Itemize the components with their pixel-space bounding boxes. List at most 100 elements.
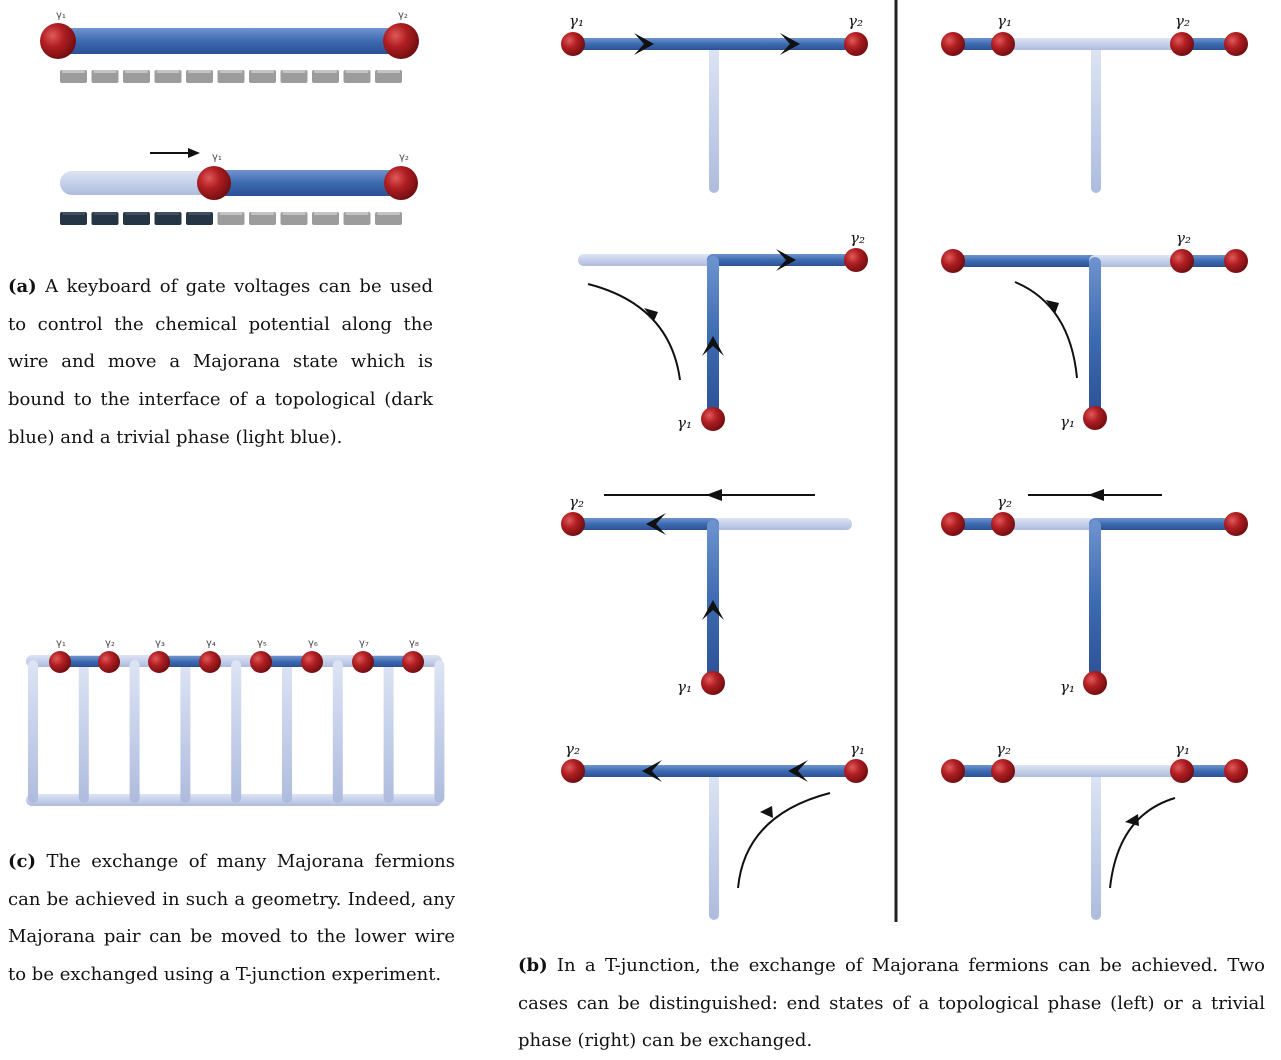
gate-key: [123, 212, 150, 225]
trivial-wire: [60, 171, 220, 195]
curved-arrow-icon: [1109, 797, 1176, 889]
topological-wire: [212, 170, 404, 196]
caption-b: (b) In a T-junction, the exchange of Maj…: [518, 947, 1265, 1060]
gamma-label: γ₂: [1175, 12, 1190, 30]
majorana-sphere: [148, 651, 170, 673]
gate-key: [186, 70, 213, 83]
gate-key: [91, 70, 119, 83]
gamma-label: γ₂: [848, 12, 863, 30]
gamma-label: γ₆: [308, 638, 318, 649]
gate-key: [280, 70, 308, 83]
panel-b-left: γ₁ γ₂ γ₂ γ₁ γ₂ γ₁ γ₂ γ₁: [561, 12, 868, 920]
topological-wire: [363, 656, 413, 667]
gate-keyboard: [60, 212, 402, 225]
gamma-label: γ₄: [206, 638, 216, 649]
caption-text: A keyboard of gate voltages can be used …: [8, 276, 433, 448]
gate-key: [60, 212, 87, 225]
trivial-wire: [434, 660, 445, 803]
gamma-label: γ₅: [257, 638, 267, 649]
gamma-label: γ₁: [850, 740, 865, 758]
chevron-up-icon: [702, 600, 724, 620]
gamma-label: γ₁: [1060, 678, 1075, 696]
topological-wire: [261, 656, 312, 667]
gate-key: [343, 70, 371, 83]
curved-arrow-icon: [737, 792, 831, 889]
caption-tag: (b): [518, 955, 548, 976]
gamma-label: γ₂: [996, 740, 1011, 758]
caption-a: (a) A keyboard of gate voltages can be u…: [8, 268, 433, 457]
gate-key: [249, 212, 276, 225]
curved-arrow-icon: [587, 283, 681, 381]
trivial-wire: [282, 660, 292, 803]
arrow-head-icon: [188, 148, 200, 158]
gamma-label: γ₁: [212, 152, 222, 163]
gamma-label: γ₂: [398, 10, 408, 21]
topological-wire: [159, 656, 210, 667]
gamma-label: γ₁: [569, 12, 584, 30]
curved-arrow-icon: [1014, 281, 1078, 379]
trivial-wire: [383, 660, 394, 803]
majorana-sphere: [197, 166, 231, 200]
gate-key: [186, 212, 213, 225]
gamma-label: γ₁: [1175, 740, 1190, 758]
gate-key: [375, 70, 402, 83]
gate-keyboard: [60, 70, 402, 83]
gate-key: [312, 70, 339, 83]
topological-wire: [60, 656, 109, 667]
majorana-sphere: [352, 651, 374, 673]
gamma-label: γ₁: [677, 414, 692, 432]
majorana-sphere: [49, 651, 71, 673]
chevron-left-icon: [642, 760, 662, 782]
caption-c: (c) The exchange of many Majorana fermio…: [8, 843, 455, 994]
chevron-right-icon: [634, 33, 654, 55]
gamma-label: γ₁: [997, 12, 1012, 30]
trivial-wire: [332, 660, 343, 803]
gate-key: [312, 212, 339, 225]
trivial-wire: [129, 660, 140, 803]
gamma-label: γ₁: [56, 10, 66, 21]
chevron-left-icon: [788, 760, 808, 782]
trivial-wire: [231, 660, 242, 803]
chevron-up-icon: [702, 336, 724, 356]
gamma-label: γ₁: [677, 678, 692, 696]
gate-key: [217, 70, 245, 83]
gamma-label: γ₂: [850, 229, 865, 247]
gate-key: [91, 212, 119, 225]
trivial-wire: [28, 660, 38, 803]
gate-key: [343, 212, 371, 225]
gamma-label: γ₁: [56, 638, 66, 649]
panel-b-right: γ₁ γ₂ γ₂ γ₁ γ₂ γ₁: [941, 12, 1248, 920]
gamma-label: γ₃: [155, 638, 165, 649]
caption-text: The exchange of many Majorana fermions c…: [8, 851, 455, 986]
majorana-sphere: [402, 651, 424, 673]
gamma-label: γ₂: [1176, 229, 1191, 247]
chevron-right-icon: [780, 33, 800, 55]
gamma-label: γ₁: [1060, 413, 1075, 431]
gate-key: [280, 212, 308, 225]
majorana-sphere: [301, 651, 323, 673]
chevron-left-icon: [646, 513, 666, 535]
trivial-wire: [78, 660, 89, 803]
gamma-label: γ₂: [399, 152, 409, 163]
gate-key: [123, 70, 150, 83]
majorana-sphere: [199, 651, 221, 673]
gamma-label: γ₈: [409, 638, 419, 649]
caption-tag: (a): [8, 276, 37, 297]
gate-key: [375, 212, 402, 225]
chevron-right-icon: [776, 249, 796, 271]
topological-wire: [58, 28, 403, 54]
gate-key: [249, 70, 276, 83]
caption-tag: (c): [8, 851, 36, 872]
trivial-wire: [180, 660, 191, 803]
gate-key: [60, 70, 87, 83]
caption-text: In a T-junction, the exchange of Majoran…: [518, 955, 1265, 1052]
gate-key: [154, 212, 182, 225]
gamma-label: γ₇: [359, 638, 369, 649]
gate-key: [154, 70, 182, 83]
panel-a: γ₁ γ₂ γ₁ γ₂: [40, 10, 419, 225]
majorana-sphere: [384, 166, 418, 200]
majorana-sphere: [40, 23, 76, 59]
gamma-label: γ₂: [569, 493, 584, 511]
